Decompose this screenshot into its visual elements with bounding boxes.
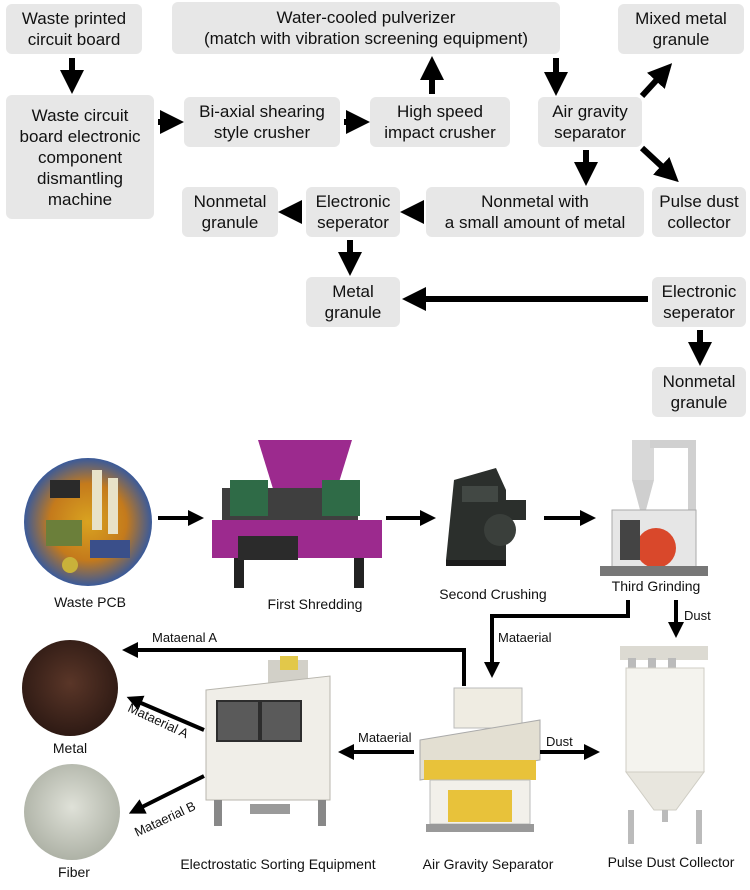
caption-pulse-dust-collector: Pulse Dust Collector [607,854,735,870]
nonmetal-granule-box-2: Nonmetal granule [652,367,746,417]
metal-granule-box: Metal granule [306,277,400,327]
nonmetal-small-metal-box: Nonmetal with a small amount of metal [426,187,644,237]
label-mataerial-top: Mataerial [498,630,552,645]
waste-pcb-image [24,458,152,586]
air-gravity-separator-image [419,687,541,832]
caption-fiber: Fiber [58,864,90,880]
caption-air-gravity-separator: Air Gravity Separator [422,856,554,872]
electrostatic-sorter-image [205,656,331,826]
label-mataerial-left: Mataerial [358,730,412,745]
caption-second-crushing: Second Crushing [439,586,547,602]
caption-electrostatic-sorting: Electrostatic Sorting Equipment [180,856,376,872]
pulse-dust-collector-box: Pulse dust collector [652,187,746,237]
electronic-separator-box-2: Electronic seperator [652,277,746,327]
electronic-separator-box-1: Electronic seperator [306,187,400,237]
impact-crusher-box: High speed impact crusher [370,97,510,147]
flowchart-arrows [60,56,712,366]
arrow-air-to-mixed-metal [639,63,673,99]
shearing-crusher-box: Bi-axial shearing style crusher [184,97,340,147]
caption-first-shredding: First Shredding [267,596,363,612]
air-gravity-separator-box: Air gravity separator [538,97,642,147]
label-mataenal-a: Mataenal A [152,630,218,645]
shredder-image [212,440,382,588]
fiber-powder-image [24,764,120,860]
pulverizer-image [600,440,708,576]
arrow-separator-to-metal [122,642,466,686]
label-mataerial-b: Mataerial B [132,798,198,840]
metal-powder-image [22,640,118,736]
caption-metal: Metal [52,740,88,756]
mixed-metal-granule-box: Mixed metal granule [618,4,744,54]
pulverizer-box: Water-cooled pulverizer (match with vibr… [172,2,560,54]
waste-pcb-box: Waste printed circuit board [6,4,142,54]
dismantling-machine-box: Waste circuit board electronic component… [6,95,154,219]
caption-third-grinding: Third Grinding [611,578,701,594]
arrow-air-to-pulse-dust [639,145,679,183]
label-dust-right: Dust [546,734,573,749]
pulse-dust-collector-image [620,646,708,844]
nonmetal-granule-box-1: Nonmetal granule [182,187,278,237]
label-mataerial-a: Mataerial A [125,700,191,742]
second-crusher-image [446,468,526,566]
caption-waste-pcb: Waste PCB [54,594,126,610]
label-dust-top: Dust [684,608,711,623]
